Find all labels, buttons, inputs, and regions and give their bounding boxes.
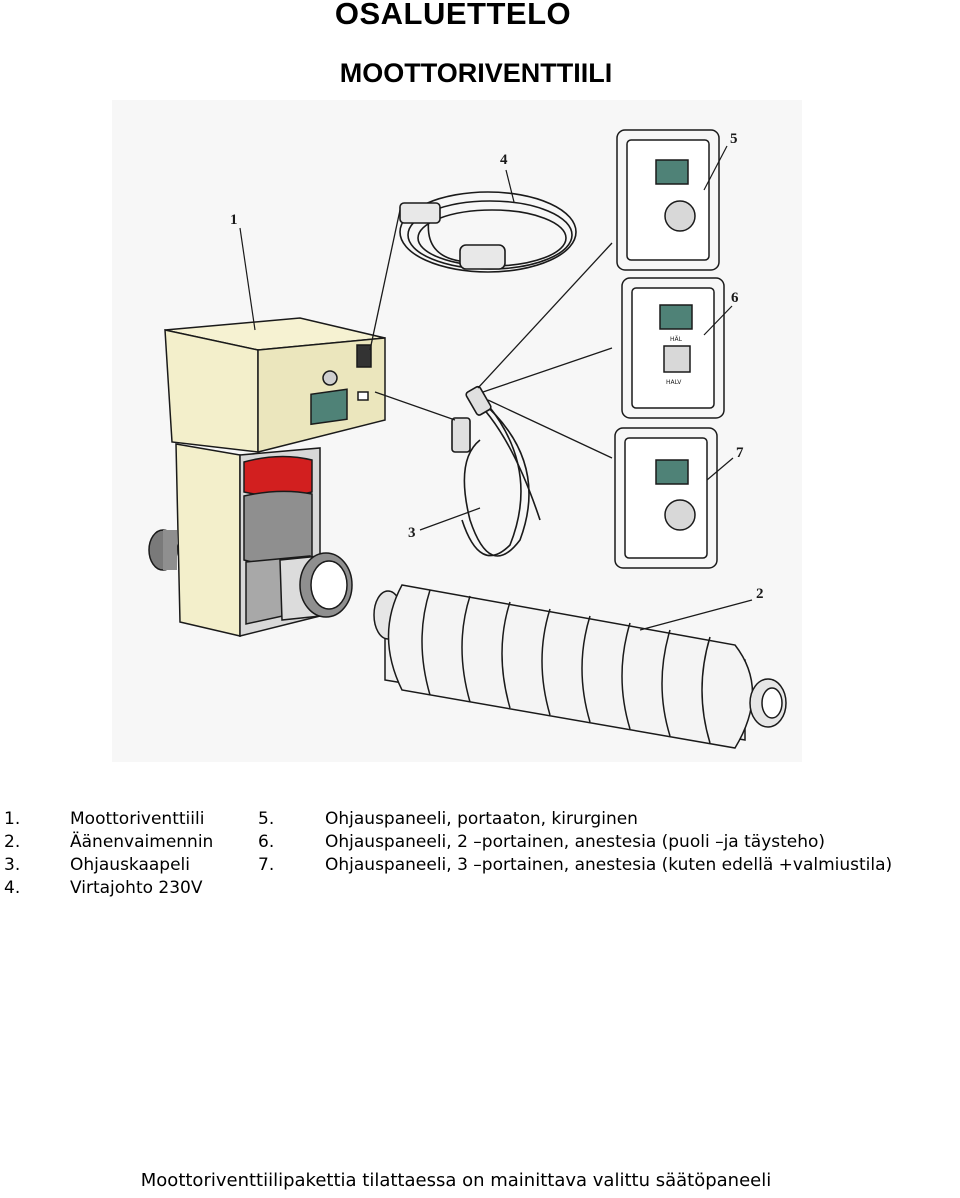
power-cord xyxy=(399,191,577,273)
control-panel-6: HÄL HALV xyxy=(621,277,725,419)
control-cable xyxy=(451,385,541,557)
control-panel-5 xyxy=(616,129,720,271)
motor-valve xyxy=(148,317,386,637)
item-number: 1. xyxy=(4,809,21,829)
callout-7: 7 xyxy=(736,445,744,461)
parts-list-right: 5. Ohjauspaneeli, portaaton, kirurginen 6… xyxy=(258,808,892,877)
callout-1: 1 xyxy=(230,212,238,228)
item-number: 5. xyxy=(258,809,275,829)
order-note: Moottoriventtiilipakettia tilattaessa on… xyxy=(140,1170,772,1191)
list-item: 4. Virtajohto 230V xyxy=(4,877,213,900)
item-label: Ohjauspaneeli, 2 –portainen, anestesia (… xyxy=(325,832,826,852)
callout-numbers: 1 2 3 4 5 6 7 xyxy=(230,131,764,602)
connection-arrows xyxy=(369,209,613,459)
item-number: 2. xyxy=(4,832,21,852)
item-number: 7. xyxy=(258,855,275,875)
switch-label-lower: HALV xyxy=(666,379,682,386)
item-label: Virtajohto 230V xyxy=(70,878,203,898)
item-number: 6. xyxy=(258,832,275,852)
list-item: 2. Äänenvaimennin xyxy=(4,831,213,854)
item-label: Ohjauspaneeli, portaaton, kirurginen xyxy=(325,809,638,829)
leader-lines xyxy=(239,145,753,631)
callout-5: 5 xyxy=(730,131,738,147)
list-item: 1. Moottoriventtiili xyxy=(4,808,213,831)
page-subtitle: MOOTTORIVENTTIILI xyxy=(339,58,613,88)
callout-2: 2 xyxy=(756,586,764,602)
silencer xyxy=(373,584,787,749)
list-item: 3. Ohjauskaapeli xyxy=(4,854,213,877)
item-number: 4. xyxy=(4,878,21,898)
list-item: 5. Ohjauspaneeli, portaaton, kirurginen xyxy=(258,808,892,831)
item-label: Ohjauskaapeli xyxy=(70,855,191,875)
control-panel-7 xyxy=(614,427,718,569)
switch-label-upper: HÄL xyxy=(670,336,683,343)
callout-3: 3 xyxy=(408,525,416,541)
item-label: Ohjauspaneeli, 3 –portainen, anestesia (… xyxy=(325,855,893,875)
list-item: 6. Ohjauspaneeli, 2 –portainen, anestesia… xyxy=(258,831,892,854)
item-label: Äänenvaimennin xyxy=(70,832,214,852)
list-item: 7. Ohjauspaneeli, 3 –portainen, anestesia… xyxy=(258,854,892,877)
callout-4: 4 xyxy=(500,152,508,168)
callout-6: 6 xyxy=(731,290,739,306)
parts-list-left: 1. Moottoriventtiili 2. Äänenvaimennin 3. O… xyxy=(4,808,213,900)
item-label: Moottoriventtiili xyxy=(70,809,205,829)
parts-illustration: HÄL HALV 1 2 3 4 5 6 7 xyxy=(112,100,802,762)
item-number: 3. xyxy=(4,855,21,875)
page-title: OSALUETTELO xyxy=(334,0,572,31)
